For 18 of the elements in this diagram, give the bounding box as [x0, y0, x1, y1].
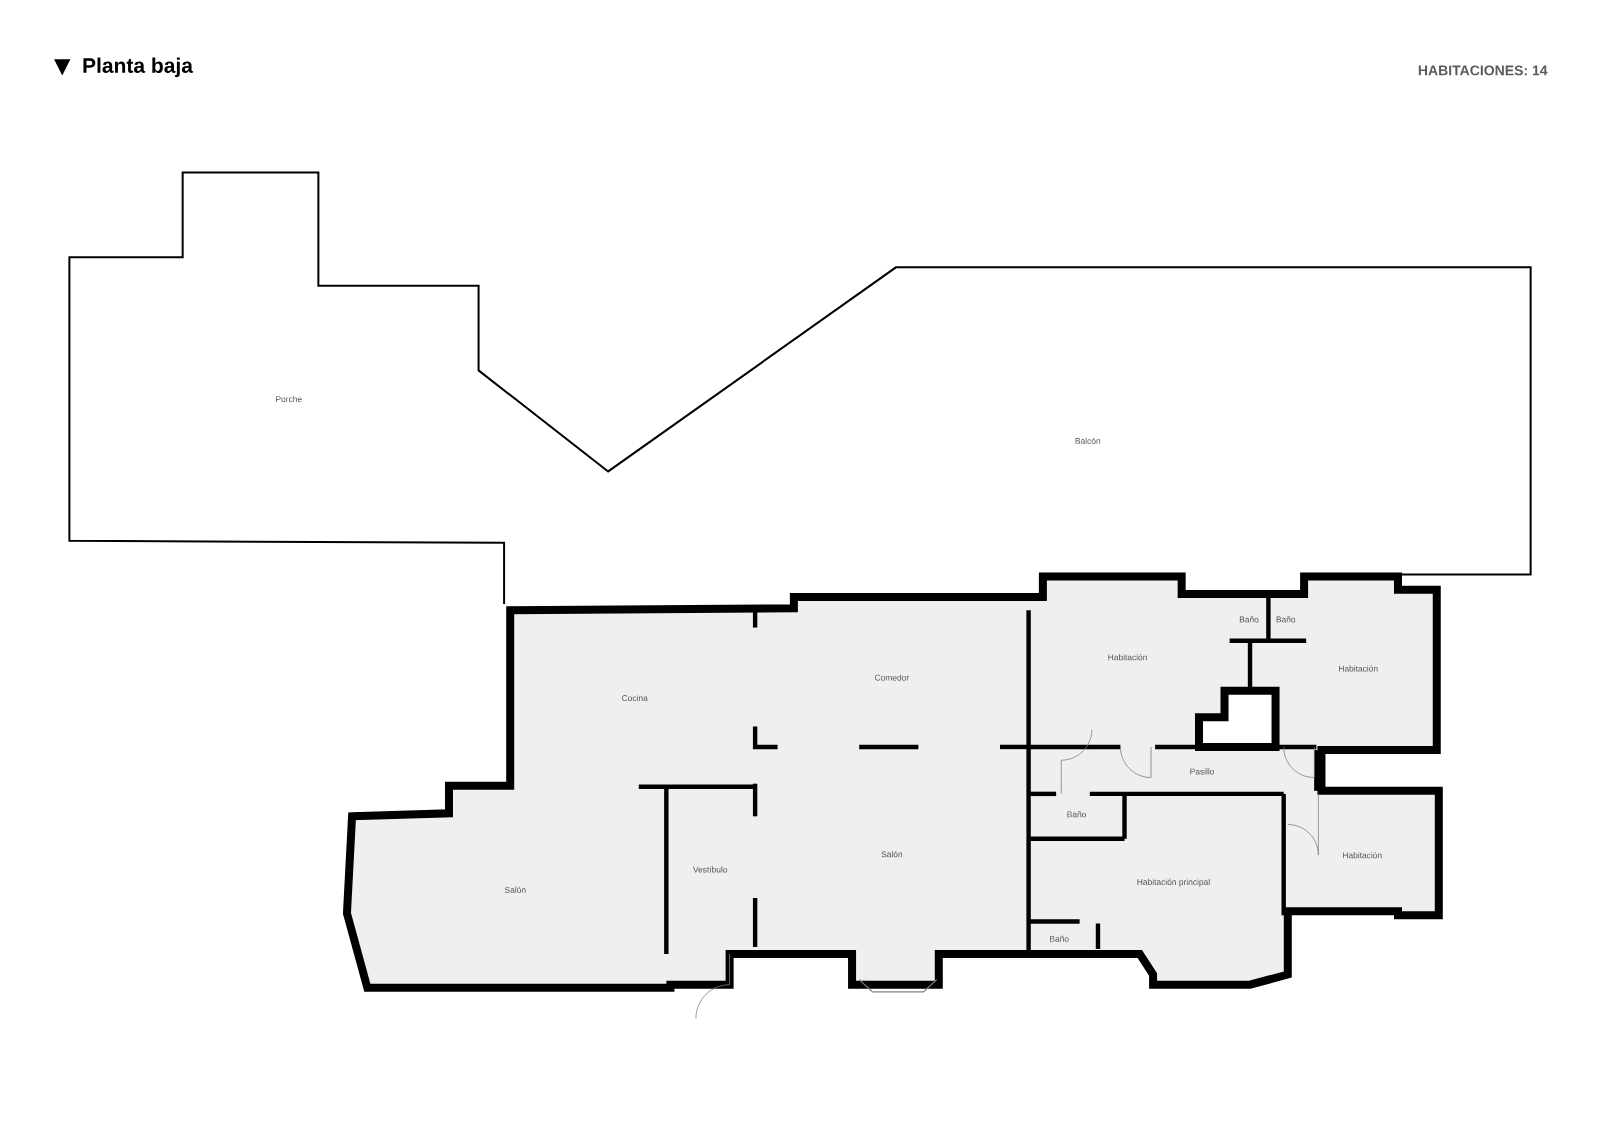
room-label: Salón — [881, 851, 903, 858]
room-label: Cocina — [622, 695, 648, 702]
room-count: HABITACIONES: 14 — [1418, 65, 1548, 76]
room-label: Vestíbulo — [692, 866, 728, 873]
room-label: Pasillo — [1190, 768, 1215, 775]
room-label: Baño — [1050, 935, 1069, 943]
room-label: Salón — [504, 886, 526, 894]
room-label: Habitación — [1343, 852, 1382, 859]
room-label: Baño — [1067, 811, 1086, 818]
room-label: Porche — [276, 396, 302, 403]
title: Planta baja — [83, 57, 194, 78]
room-label: Habitación — [1108, 654, 1147, 661]
room-label: Baño — [1239, 616, 1259, 623]
room-label: Habitación principal — [1137, 878, 1210, 887]
room-label: Baño — [1276, 616, 1296, 623]
room-label: Balcón — [1075, 437, 1101, 445]
room-label: Comedor — [875, 674, 909, 681]
room-label: Habitación — [1339, 665, 1378, 672]
